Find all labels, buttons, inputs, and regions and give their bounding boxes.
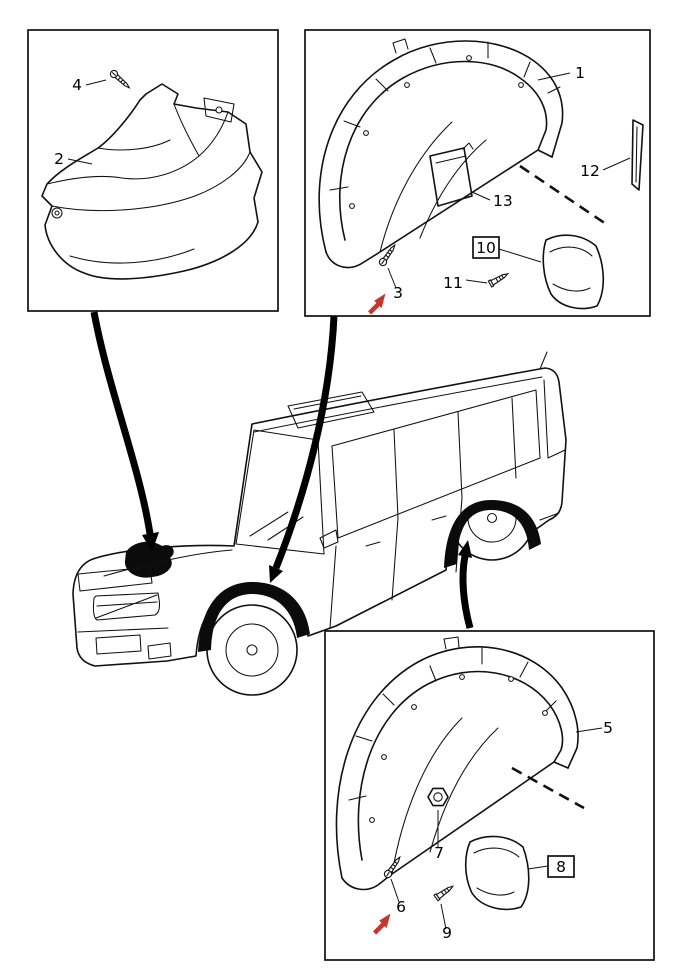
callout-label[interactable]: 7	[434, 844, 444, 862]
callout-7[interactable]: 7	[434, 810, 444, 862]
callout-label[interactable]: 13	[493, 192, 513, 210]
sunroof	[287, 391, 375, 429]
callout-box	[472, 236, 500, 259]
leader-line	[537, 72, 571, 81]
pointer-arrowhead-engine-cover	[142, 532, 159, 552]
callout-12[interactable]: 12	[580, 157, 631, 180]
callout-label[interactable]: 3	[393, 284, 403, 302]
callout-8-boxed[interactable]: 8	[527, 855, 575, 878]
side-glass	[331, 389, 541, 539]
front-wheel-rim	[225, 623, 279, 677]
leader-line	[465, 279, 488, 284]
panel-engine-cover: 4 2	[27, 29, 279, 312]
callout-label[interactable]: 8	[556, 858, 566, 876]
front-bumper-line	[77, 627, 169, 633]
assembly-dashed-line	[511, 766, 585, 810]
leader-line	[527, 865, 549, 870]
pointer-arrow-engine-cover	[90, 311, 154, 535]
panel-front-liner-border	[304, 29, 651, 317]
hood-crease	[103, 549, 233, 577]
mount-tabs	[392, 38, 561, 94]
panel-rear-liner: 5 7 8 6 9	[324, 630, 655, 961]
leader-line	[575, 727, 603, 733]
leader-line	[440, 903, 447, 930]
callout-2[interactable]: 2	[54, 150, 93, 168]
rear-wheel-hub	[486, 512, 498, 524]
callout-label[interactable]: 6	[396, 898, 406, 916]
callout-label[interactable]: 11	[443, 274, 463, 292]
clip-holes	[369, 674, 548, 823]
wipers	[249, 511, 304, 541]
fog-light	[147, 642, 172, 660]
callout-5[interactable]: 5	[575, 719, 613, 737]
rear-details	[539, 379, 566, 521]
pointer-arrow-rear-liner	[459, 555, 474, 629]
callout-label[interactable]: 9	[442, 924, 452, 942]
callout-label[interactable]: 5	[603, 719, 613, 737]
door-handles	[365, 515, 447, 547]
clip-holes	[349, 55, 524, 209]
leader-line	[85, 79, 107, 86]
leader-line	[387, 267, 397, 289]
clip-marks	[329, 41, 531, 191]
callout-10-boxed[interactable]: 10	[472, 236, 542, 263]
leader-line	[498, 248, 542, 263]
car-roof-rail	[253, 376, 543, 433]
callout-13[interactable]: 13	[471, 191, 513, 210]
callout-label[interactable]: 2	[54, 150, 64, 168]
antenna	[539, 351, 548, 370]
panel-engine-cover-border	[27, 29, 279, 312]
leader-line	[390, 878, 400, 903]
front-arch-liner-fitted	[198, 582, 310, 652]
rear-arch-liner-fitted	[444, 500, 541, 568]
windshield	[235, 429, 325, 555]
license-plate	[95, 634, 142, 655]
part-access-panel-drawing	[429, 142, 474, 207]
callout-4[interactable]: 4	[72, 76, 107, 94]
callout-1[interactable]: 1	[537, 64, 585, 82]
part-mudflap-rear-drawing	[464, 835, 530, 911]
panel-rear-liner-border	[324, 630, 655, 961]
panel-front-liner: 1 13 12 10 11 3	[304, 29, 651, 317]
mount-tabs	[443, 636, 460, 650]
callout-box	[547, 855, 575, 878]
pointer-arrows	[90, 311, 474, 629]
callout-11[interactable]: 11	[443, 274, 488, 292]
part-rear-liner-drawing	[335, 636, 579, 891]
callout-3[interactable]: 3	[387, 267, 403, 302]
clip-marks	[348, 647, 557, 801]
front-wheel	[206, 604, 298, 696]
door-seams	[329, 497, 463, 629]
window-pillars	[393, 397, 517, 519]
car-overview-illustration	[72, 351, 567, 696]
flange-nut-icon	[427, 787, 449, 807]
leader-line	[602, 157, 631, 171]
part-engine-cover-drawing	[41, 83, 263, 280]
leader-line	[67, 158, 93, 165]
headlight	[77, 566, 153, 592]
pointer-arrowhead-front-liner	[269, 565, 283, 583]
callout-9[interactable]: 9	[440, 903, 452, 942]
front-wheel-hub	[246, 644, 258, 656]
part-mudflap-front-drawing	[542, 234, 605, 310]
part-trim-strip-drawing	[631, 119, 644, 191]
callout-label[interactable]: 12	[580, 162, 600, 180]
grille	[92, 592, 161, 621]
pointer-arrow-front-liner	[272, 315, 338, 570]
part-front-liner-drawing	[318, 38, 564, 269]
side-mirror	[319, 529, 339, 549]
leader-line	[471, 191, 491, 201]
callout-label[interactable]: 1	[575, 64, 585, 82]
callout-6[interactable]: 6	[390, 878, 406, 916]
pointer-arrowhead-rear-liner	[458, 540, 472, 558]
callout-label[interactable]: 4	[72, 76, 82, 94]
callout-label[interactable]: 10	[476, 239, 496, 257]
